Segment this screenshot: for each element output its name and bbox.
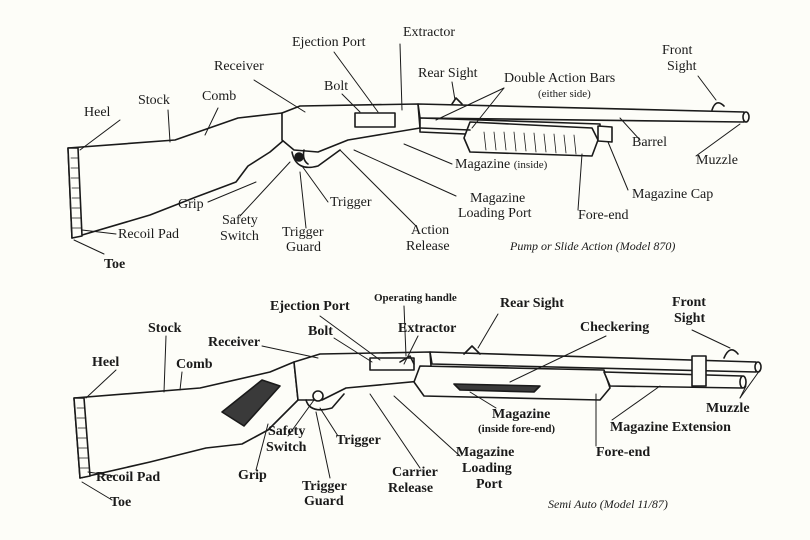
- label-either-side: (either side): [538, 88, 591, 100]
- label-recoil-pad-2: Recoil Pad: [96, 470, 161, 485]
- semiauto-operating-handle: [399, 355, 415, 365]
- label-magazine-loading-port-2-line1: Magazine: [456, 445, 515, 460]
- pump-fore-end: [463, 121, 599, 157]
- label-comb-2: Comb: [176, 357, 213, 372]
- semiauto-stock-shape: [73, 361, 299, 479]
- semiauto-ejection-port: [369, 357, 415, 371]
- label-safety-switch-line1: Safety: [222, 213, 258, 228]
- pump-action-bar: [419, 127, 471, 131]
- label-checkering: Checkering: [580, 320, 650, 335]
- label-bolt: Bolt: [324, 79, 349, 94]
- label-muzzle-2: Muzzle: [706, 401, 750, 416]
- label-carrier-release-line2: Release: [388, 481, 434, 496]
- semiauto-trigger-guard: [305, 393, 345, 411]
- label-magazine-inside-fore-end: (inside fore-end): [478, 423, 556, 435]
- label-fore-end: Fore-end: [578, 208, 629, 223]
- semiauto-grip-checkering: [221, 379, 281, 427]
- semiauto-fore-end: [413, 365, 611, 401]
- semiauto-magazine-extension: [603, 371, 743, 389]
- caption-pump: Pump or Slide Action (Model 870): [510, 239, 676, 253]
- label-front-sight-line2: Sight: [667, 59, 697, 74]
- label-extractor: Extractor: [403, 25, 456, 40]
- label-front-sight-2-line2: Sight: [674, 311, 706, 326]
- pump-recoil-pad: [67, 147, 83, 239]
- label-stock: Stock: [138, 93, 170, 108]
- label-fore-end-2: Fore-end: [596, 445, 651, 460]
- semiauto-safety: [312, 390, 324, 402]
- label-magazine-text: Magazine: [455, 157, 511, 172]
- label-barrel: Barrel: [632, 135, 667, 150]
- label-magazine-loading-port-line2: Loading Port: [458, 206, 532, 221]
- pump-receiver: [281, 103, 421, 153]
- pump-barrel: [417, 103, 745, 123]
- label-toe: Toe: [104, 257, 126, 272]
- label-magazine-loading-port-line1: Magazine: [470, 191, 526, 206]
- label-ejection-port: Ejection Port: [292, 35, 366, 50]
- label-bolt-2: Bolt: [308, 324, 333, 339]
- label-magazine: Magazine (inside): [455, 157, 548, 173]
- label-trigger: Trigger: [330, 195, 372, 210]
- pump-rear-sight: [451, 97, 463, 105]
- label-action-release-line2: Release: [406, 239, 450, 254]
- label-trigger-guard-line1: Trigger: [282, 225, 324, 240]
- label-magazine-2: Magazine: [492, 407, 551, 422]
- label-safety-switch-2-line2: Switch: [266, 440, 307, 455]
- label-grip: Grip: [178, 197, 204, 212]
- label-comb: Comb: [202, 89, 237, 104]
- pump-front-sight: [711, 102, 725, 111]
- label-trigger-2: Trigger: [336, 433, 381, 448]
- label-double-action-bars: Double Action Bars: [504, 71, 616, 86]
- label-recoil-pad: Recoil Pad: [118, 227, 180, 242]
- label-front-sight-2-line1: Front: [672, 295, 706, 310]
- label-magazine-loading-port-2-line3: Port: [476, 477, 503, 492]
- semiauto-front-sight: [723, 349, 739, 359]
- pump-magazine-cap: [597, 125, 613, 143]
- label-rear-sight-2: Rear Sight: [500, 296, 564, 311]
- label-magazine-inside: (inside): [513, 159, 548, 171]
- semiauto-checkering: [453, 383, 541, 393]
- pump-safety: [294, 152, 304, 162]
- label-heel-2: Heel: [92, 355, 120, 370]
- label-magazine-extension: Magazine Extension: [610, 420, 731, 435]
- label-trigger-guard-2-line1: Trigger: [302, 479, 347, 494]
- pump-shotgun-drawing: [67, 97, 750, 239]
- pump-ejection-port: [354, 112, 396, 128]
- pump-stock-shape: [67, 112, 285, 239]
- pump-trigger: [302, 149, 309, 165]
- label-grip-2: Grip: [238, 468, 267, 483]
- label-safety-switch-2-line1: Safety: [268, 424, 306, 439]
- caption-semiauto: Semi Auto (Model 11/87): [548, 497, 668, 511]
- label-toe-2: Toe: [110, 495, 132, 510]
- label-trigger-guard-line2: Guard: [286, 240, 321, 255]
- label-operating-handle: Operating handle: [374, 292, 457, 304]
- semiauto-rear-sight: [463, 345, 481, 355]
- label-action-release-line1: Action: [411, 223, 450, 238]
- semiauto-leader-lines: [81, 305, 761, 501]
- label-extractor-2: Extractor: [398, 321, 457, 336]
- label-trigger-guard-2-line2: Guard: [304, 494, 344, 509]
- label-receiver-2: Receiver: [208, 335, 261, 350]
- label-safety-switch-line2: Switch: [220, 229, 259, 244]
- label-stock-2: Stock: [148, 321, 182, 336]
- label-magazine-cap: Magazine Cap: [632, 187, 714, 202]
- pump-leader-lines: [73, 43, 741, 255]
- semiauto-shotgun-drawing: [73, 345, 762, 479]
- label-muzzle: Muzzle: [696, 153, 738, 168]
- label-carrier-release-line1: Carrier: [392, 465, 438, 480]
- label-rear-sight: Rear Sight: [418, 66, 478, 81]
- label-receiver: Receiver: [214, 59, 264, 74]
- label-ejection-port-2: Ejection Port: [270, 299, 350, 314]
- semiauto-barrel: [429, 351, 757, 373]
- label-front-sight-line1: Front: [662, 43, 693, 58]
- label-magazine-loading-port-2-line2: Loading: [462, 461, 512, 476]
- label-heel: Heel: [84, 105, 111, 120]
